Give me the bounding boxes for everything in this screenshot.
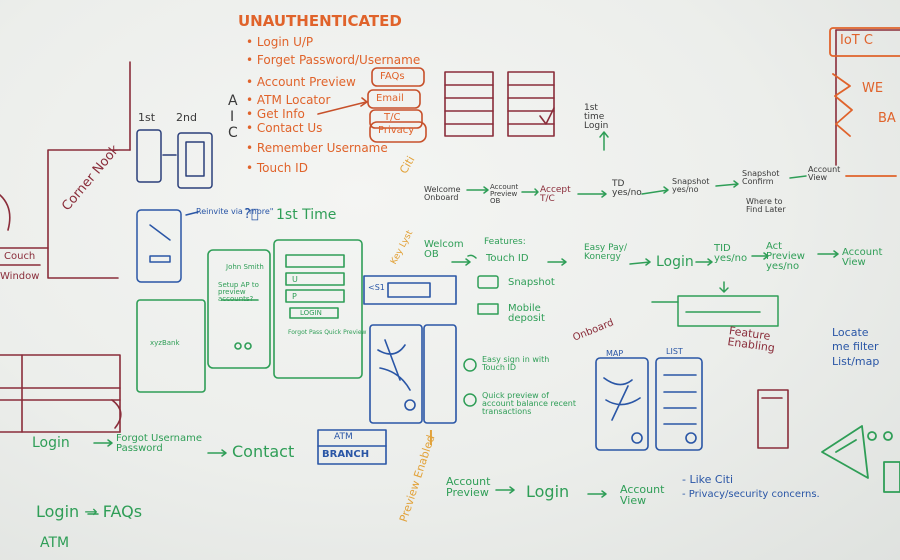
feature-mobile-deposit: Mobile deposit [508, 303, 545, 324]
phone-forgot-text: Forgot Pass Quick Preview [288, 329, 367, 336]
flow-welcome: Welcome Onboard [424, 185, 461, 202]
acct-flow-view: Account View [620, 483, 665, 507]
unauth-item: • Account Preview [246, 75, 356, 89]
unauth-item: • Touch ID [246, 161, 308, 175]
label-window: Window [0, 271, 40, 282]
label-we: WE [862, 81, 884, 96]
unauth-item: • Login U/P [246, 35, 314, 49]
flow-accept: Accept T/C [540, 185, 571, 204]
feature-snapshot: Snapshot [508, 277, 555, 288]
flow2-login: Login [656, 254, 694, 270]
phone-login-button: LOGIN [300, 309, 322, 317]
label-locate-me: Locate me filter List/map [832, 326, 880, 368]
flow2-easy-pay: Easy Pay/ Konergy [584, 243, 627, 262]
flow2-account-view: Account View [842, 247, 883, 268]
help-icon: ?⃝ [244, 207, 259, 222]
note-privacy: - Privacy/security concerns. [682, 489, 820, 500]
unauth-item: • ATM Locator [246, 93, 331, 107]
unauth-item: • Contact Us [246, 121, 323, 135]
label-map: MAP [606, 349, 624, 358]
bottom-atm: ATM [40, 535, 70, 551]
phone-u-field: U [292, 275, 298, 284]
unauth-item: • Remember Username [246, 141, 388, 155]
unauth-item: • Get Info [246, 107, 305, 121]
label-welcome-ob: Welcom OB [424, 239, 464, 260]
onboarding-phone-sketches [136, 209, 199, 283]
chip-email: Email [376, 93, 404, 104]
acct-flow-preview: Account Preview [446, 475, 491, 499]
atm-button: ATM [334, 432, 353, 442]
phone-name: John Smith [226, 263, 264, 271]
letter-i: I [230, 109, 235, 125]
bottom-login-faqs: Login → FAQs [36, 502, 143, 521]
flow2-act-preview: Act Preview yes/no [766, 241, 805, 272]
roman-numeral: I [428, 426, 434, 450]
label-ba: BA [878, 111, 896, 126]
letter-a: A [228, 93, 238, 109]
chip-privacy: Privacy [378, 125, 415, 136]
flow2-tid: TID yes/no [714, 243, 748, 264]
search-screen-label: <S1 [368, 283, 385, 292]
unauth-title: UNAUTHENTICATED [238, 12, 402, 30]
unauth-item: • Forget Password/Username [246, 53, 421, 67]
bottom-forgot: Forgot Username Password [116, 433, 202, 454]
label-where-find: Where to Find Later [746, 197, 786, 214]
label-first-time: 1st Time [276, 207, 337, 223]
feature-easy-sign-in: Easy sign in with Touch ID [482, 355, 550, 372]
label-reinvite: Reinvite via "more" [196, 207, 274, 216]
branch-button: BRANCH [322, 449, 370, 460]
label-iot: IoT C [840, 33, 873, 48]
list-sketches [444, 71, 555, 137]
blue-phone-screens [317, 275, 703, 465]
flow-arrows [87, 131, 839, 515]
feature-quick-preview: Quick preview of account balance recent … [482, 391, 577, 416]
flow-snapshot: Snapshot yes/no [672, 177, 710, 194]
feature-touch-id: Touch ID [486, 253, 529, 264]
iot-panel [829, 27, 900, 177]
flow-preview: Account Preview OB [490, 183, 519, 205]
label-list: LIST [666, 347, 683, 356]
label-first-time-login: 1st time Login [584, 103, 609, 131]
features-heading: Features: [484, 237, 526, 247]
flow-account-view: Account View [808, 165, 841, 182]
label-2nd: 2nd [176, 111, 197, 124]
chip-tc: T/C [384, 112, 401, 123]
label-1st: 1st [138, 111, 156, 124]
green-wireframes [136, 239, 363, 393]
flow-snapshot-confirm: Snapshot Confirm [742, 169, 780, 186]
chip-faqs: FAQs [380, 71, 405, 82]
note-like-citi: - Like Citi [682, 473, 733, 486]
label-couch: Couch [4, 251, 36, 262]
phone-sketches-1st-2nd [136, 129, 213, 189]
bottom-contact: Contact [232, 442, 295, 461]
phone-p-field: P [292, 292, 297, 301]
phone-setup-text: Setup AP to preview accounts? [218, 281, 259, 303]
info-chips [317, 67, 427, 143]
bottom-login: Login [32, 435, 70, 451]
phone-bank-name: xyzBank [150, 339, 180, 347]
flow-td: TD yes/no [612, 179, 642, 198]
device-sketch [821, 425, 900, 493]
acct-flow-login: Login [526, 482, 570, 501]
letter-c: C [228, 125, 238, 141]
